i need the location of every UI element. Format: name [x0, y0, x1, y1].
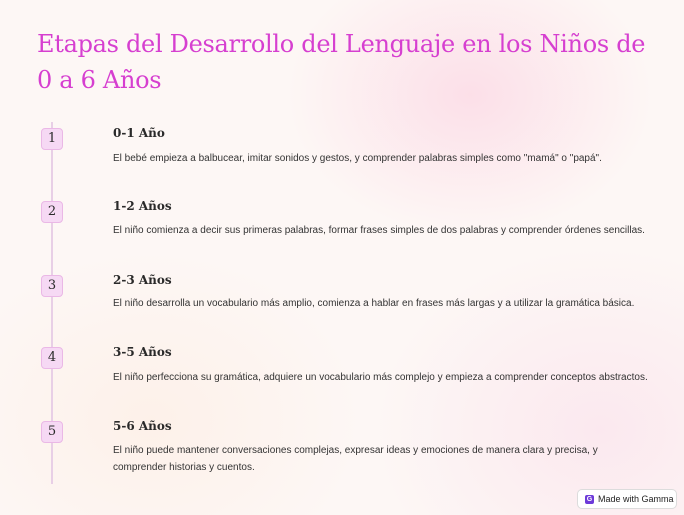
step-title: 2-3 Años	[113, 273, 172, 287]
made-with-gamma-button[interactable]: G Made with Gamma	[577, 489, 677, 509]
step-number-badge: 4	[41, 347, 63, 369]
step-title: 1-2 Años	[113, 199, 172, 213]
step-description: El bebé empieza a balbucear, imitar soni…	[113, 153, 602, 164]
step-number-badge: 3	[41, 275, 63, 297]
step-title: 5-6 Años	[113, 419, 172, 433]
step-title: 3-5 Años	[113, 345, 172, 359]
step-number-badge: 1	[41, 128, 63, 150]
step-description: El niño puede mantener conversaciones co…	[113, 445, 598, 473]
step-description: El niño desarrolla un vocabulario más am…	[113, 298, 635, 309]
page-title: Etapas del Desarrollo del Lenguaje en lo…	[37, 30, 646, 94]
step-description: El niño comienza a decir sus primeras pa…	[113, 225, 645, 236]
step-number-badge: 2	[41, 201, 63, 223]
timeline-line	[51, 122, 53, 484]
gamma-logo-icon: G	[585, 494, 594, 504]
badge-label: Made with Gamma	[598, 494, 674, 504]
step-title: 0-1 Año	[113, 126, 165, 140]
step-number-badge: 5	[41, 421, 63, 443]
step-description: El niño perfecciona su gramática, adquie…	[113, 372, 648, 383]
